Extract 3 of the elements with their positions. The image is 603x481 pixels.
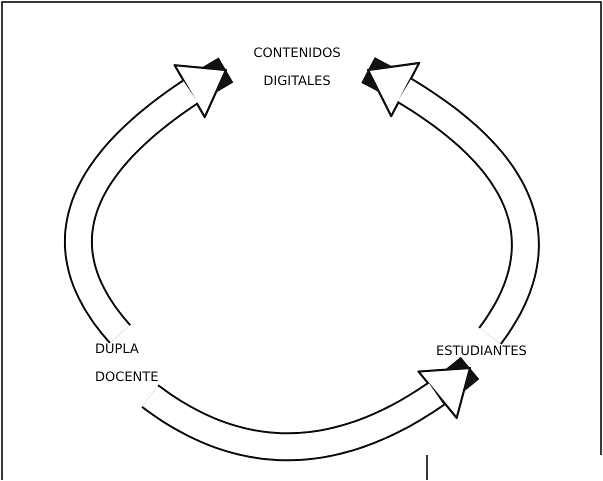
- node-label: DUPLA DOCENTE: [95, 336, 195, 392]
- node-label: CONTENIDOS DIGITALES: [230, 40, 364, 96]
- node-label: ESTUDIANTES: [436, 338, 566, 366]
